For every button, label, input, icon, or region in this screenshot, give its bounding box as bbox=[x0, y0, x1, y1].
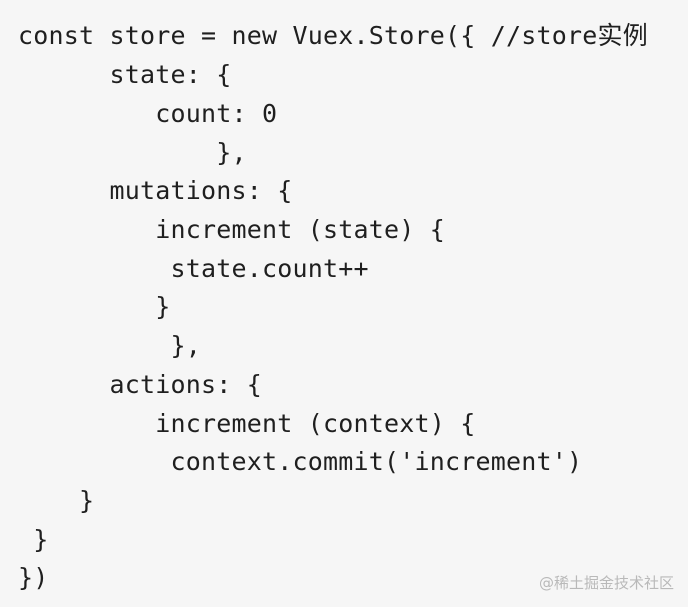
code-line-14: } bbox=[18, 525, 49, 554]
code-line-9: }, bbox=[18, 331, 202, 360]
code-line-10: actions: { bbox=[18, 370, 263, 399]
code-line-11: increment (context) { bbox=[18, 409, 476, 438]
code-line-4: }, bbox=[18, 138, 247, 167]
code-line-2: state: { bbox=[18, 60, 232, 89]
code-line-1: const store = new Vuex.Store({ //store实例 bbox=[18, 21, 648, 50]
code-line-3: count: 0 bbox=[18, 99, 278, 128]
code-line-6: increment (state) { bbox=[18, 215, 446, 244]
code-line-13: } bbox=[18, 486, 95, 515]
code-line-8: } bbox=[18, 292, 171, 321]
code-line-7: state.count++ bbox=[18, 254, 369, 283]
code-line-15: }) bbox=[18, 563, 49, 592]
watermark-label: @稀土掘金技术社区 bbox=[538, 574, 674, 592]
code-line-12: context.commit('increment') bbox=[18, 447, 583, 476]
code-line-5: mutations: { bbox=[18, 176, 293, 205]
